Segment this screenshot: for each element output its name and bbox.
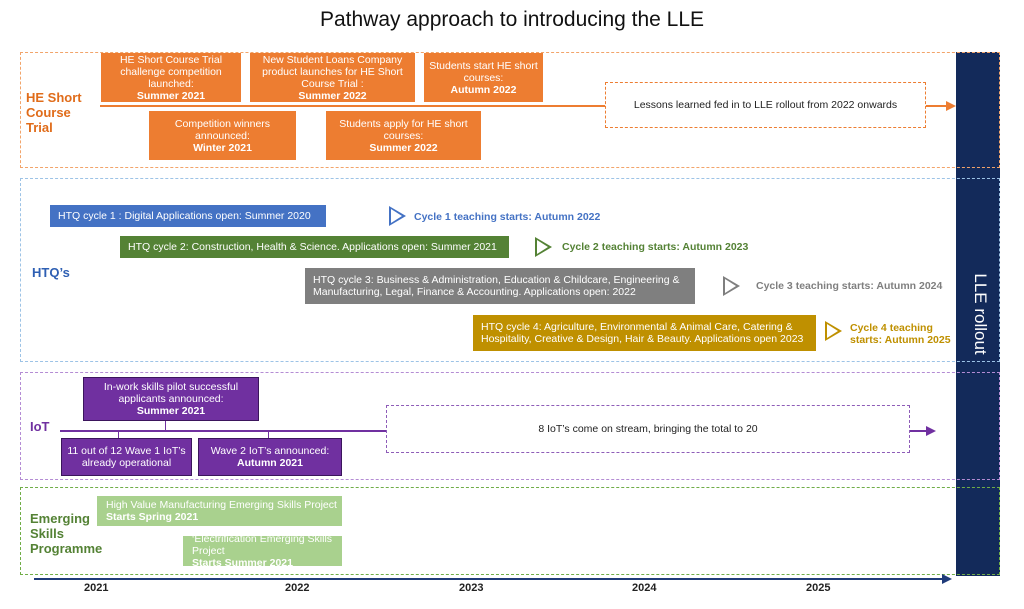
htq-cycle4-triangle-icon [825, 321, 842, 341]
he-box-loans: New Student Loans Company product launch… [250, 53, 415, 102]
iot-section [20, 372, 1000, 480]
iot-connector-3 [268, 431, 269, 438]
htq-cycle2-triangle-icon [535, 237, 552, 257]
htq-cycle1-start: Cycle 1 teaching starts: Autumn 2022 [414, 211, 601, 223]
year-label-2024: 2024 [632, 582, 657, 594]
iot-box-wave1: 11 out of 12 Wave 1 IoT’s already operat… [61, 438, 192, 476]
iot-box-wave2: Wave 2 IoT’s announced:Autumn 2021 [198, 438, 342, 476]
year-axis-arrow-head [942, 574, 952, 584]
htq-cycle1-bar: HTQ cycle 1 : Digital Applications open:… [50, 205, 326, 227]
he-section-label: HE Short Course Trial [26, 90, 82, 135]
he-section [20, 52, 1000, 168]
esp-section-label: Emerging Skills Programme [30, 511, 103, 556]
year-axis-line [34, 578, 944, 580]
page-title: Pathway approach to introducing the LLE [319, 8, 705, 31]
iot-box-pilot: In-work skills pilot successful applican… [83, 377, 259, 421]
htq-cycle3-triangle-icon [723, 276, 740, 296]
iot-section-label: IoT [30, 419, 50, 434]
he-box-challenge: HE Short Course Trial challenge competit… [101, 53, 241, 102]
he-box-students-start: Students start HE short courses:Autumn 2… [424, 53, 543, 102]
he-box-winners: Competition winners announced:Winter 202… [149, 111, 296, 160]
iot-stream-note: 8 IoT’s come on stream, bringing the tot… [386, 405, 910, 453]
he-arrow-head [946, 101, 956, 111]
he-lessons-note: Lessons learned fed in to LLE rollout fr… [605, 82, 926, 128]
year-label-2022: 2022 [285, 582, 310, 594]
esp-box-hvm: High Value Manufacturing Emerging Skills… [97, 496, 342, 526]
htq-cycle2-bar: HTQ cycle 2: Construction, Health & Scie… [120, 236, 509, 258]
he-timeline-line [100, 105, 948, 107]
esp-section [20, 487, 1000, 575]
esp-box-electrification: ‘Electrification Emerging Skills Project… [183, 533, 342, 569]
htq-cycle2-start: Cycle 2 teaching starts: Autumn 2023 [562, 241, 749, 253]
iot-connector-1 [165, 421, 166, 431]
htq-section-label: HTQ’s [32, 265, 70, 280]
htq-cycle3-start: Cycle 3 teaching starts: Autumn 2024 [756, 280, 943, 292]
htq-section [20, 178, 1000, 362]
iot-arrow-head [926, 426, 936, 436]
year-label-2021: 2021 [84, 582, 109, 594]
year-label-2023: 2023 [459, 582, 484, 594]
htq-cycle1-triangle-icon [389, 206, 406, 226]
he-box-students-apply: Students apply for HE short courses:Summ… [326, 111, 481, 160]
htq-cycle4-start: Cycle 4 teaching starts: Autumn 2025 [850, 322, 951, 346]
lle-rollout-panel: LLE rollout [956, 52, 1000, 576]
iot-connector-2 [118, 431, 119, 438]
htq-cycle4-bar: HTQ cycle 4: Agriculture, Environmental … [473, 315, 816, 351]
year-label-2025: 2025 [806, 582, 831, 594]
htq-cycle3-bar: HTQ cycle 3: Business & Administration, … [305, 268, 695, 304]
